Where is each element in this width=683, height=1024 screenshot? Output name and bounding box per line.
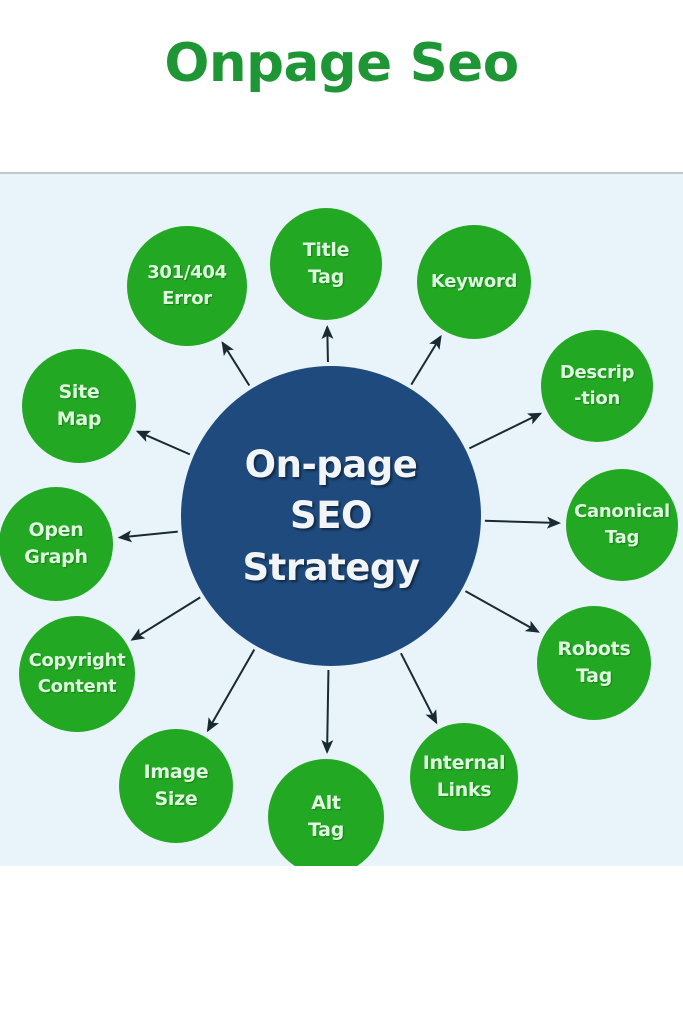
node-label-line: Copyright	[28, 650, 126, 672]
node-label-line: Links	[436, 779, 492, 801]
arrow-to-open-graph	[117, 530, 178, 543]
node-label-line: Descrip	[559, 362, 635, 384]
arrow-to-copyright-content	[130, 596, 201, 641]
arrow-to-title-tag	[321, 324, 334, 363]
arrow-to-internal-links	[400, 652, 438, 725]
node-label-line: Size	[154, 788, 198, 810]
arrow-to-canonical-tag	[484, 516, 562, 529]
arrow-to-image-size	[206, 649, 256, 733]
arrow-to-keyword	[410, 334, 442, 386]
arrow-to-alt-tag	[321, 669, 334, 755]
node-label-line: Tag	[307, 819, 345, 841]
node-label-line: 301/404	[147, 262, 227, 284]
node-label-line: Robots	[557, 638, 631, 661]
hub-line-1: On-page	[244, 443, 418, 487]
page-title: Onpage Seo	[164, 33, 519, 94]
node-description[interactable]: Descrip -tion	[541, 330, 653, 442]
node-label-line: Title	[302, 239, 350, 262]
node-label-line: Internal	[422, 752, 506, 775]
arrow-to-robots-tag	[464, 590, 540, 633]
node-label-line: Content	[37, 676, 117, 697]
node-label-line: Tag	[575, 665, 613, 687]
node-label-line: Tag	[604, 527, 640, 548]
central-hub-node[interactable]: On-page SEO Strategy	[181, 366, 481, 666]
node-label-line: Image	[143, 761, 209, 784]
node-label-line: Canonical	[574, 501, 670, 523]
hub-line-2: SEO	[290, 494, 372, 538]
node-label-line: Site	[58, 381, 100, 404]
node-label-line: Tag	[307, 266, 345, 288]
node-label-line: Keyword	[430, 271, 518, 293]
arrow-to-description	[468, 412, 543, 450]
node-label-line: Map	[56, 408, 102, 430]
node-label-line: Graph	[24, 546, 88, 568]
node-label-line: Alt	[311, 792, 341, 815]
node-label-line: Error	[162, 288, 212, 309]
node-label-line: Open	[28, 519, 84, 542]
hub-line-3: Strategy	[242, 545, 420, 589]
node-keyword[interactable]: Keyword	[417, 225, 531, 339]
arrow-to-301-404-error	[221, 341, 251, 387]
node-label-line: -tion	[574, 388, 620, 409]
arrow-to-site-map	[135, 430, 191, 456]
